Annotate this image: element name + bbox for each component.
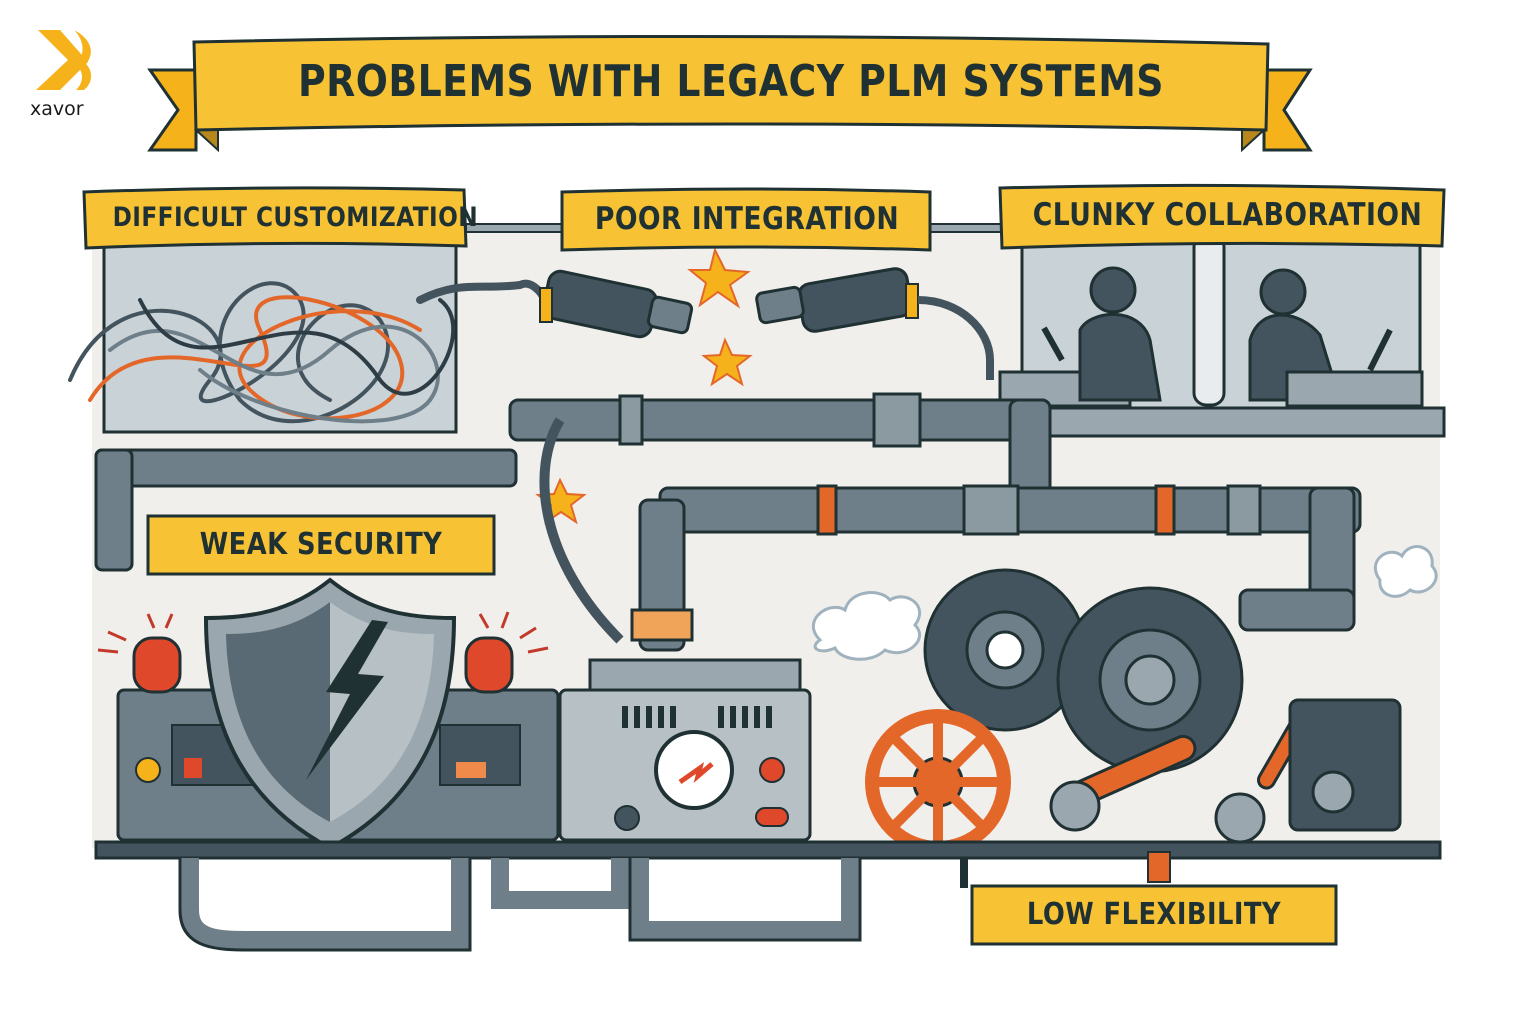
page-title: PROBLEMS WITH LEGACY PLM SYSTEMS	[298, 56, 1164, 107]
pipe-network	[94, 392, 1362, 652]
tangled-wires-icon	[68, 281, 524, 424]
banner-low-flexibility	[970, 884, 1338, 946]
label-difficult-customization: DIFFICULT CUSTOMIZATION	[112, 202, 479, 233]
gears-icon	[865, 568, 1402, 855]
banner-clunky-collaboration	[998, 183, 1446, 250]
title-ribbon	[147, 34, 1313, 153]
banner-difficult-customization	[82, 186, 468, 250]
disconnected-plugs-icon	[518, 267, 994, 380]
customization-panel	[102, 230, 458, 434]
gauge-machine	[558, 658, 812, 842]
alarm-light-left	[132, 636, 182, 694]
logo-text: xavor	[30, 98, 84, 120]
alarm-light-right	[464, 636, 514, 694]
banner-weak-security	[146, 514, 496, 576]
base-platform	[94, 840, 1442, 860]
xavor-mark-icon	[36, 30, 92, 90]
label-clunky-collaboration: CLUNKY COLLABORATION	[1032, 197, 1423, 233]
underfloor-pipes	[181, 858, 859, 949]
label-low-flexibility: LOW FLEXIBILITY	[1026, 897, 1282, 932]
steam-cloud-icon	[811, 545, 1438, 661]
banner-poor-integration	[560, 187, 932, 252]
xavor-logo: xavor	[30, 28, 100, 123]
label-poor-integration: POOR INTEGRATION	[594, 201, 900, 237]
label-weak-security: WEAK SECURITY	[199, 527, 443, 562]
lightning-bolt-icon	[306, 620, 388, 780]
